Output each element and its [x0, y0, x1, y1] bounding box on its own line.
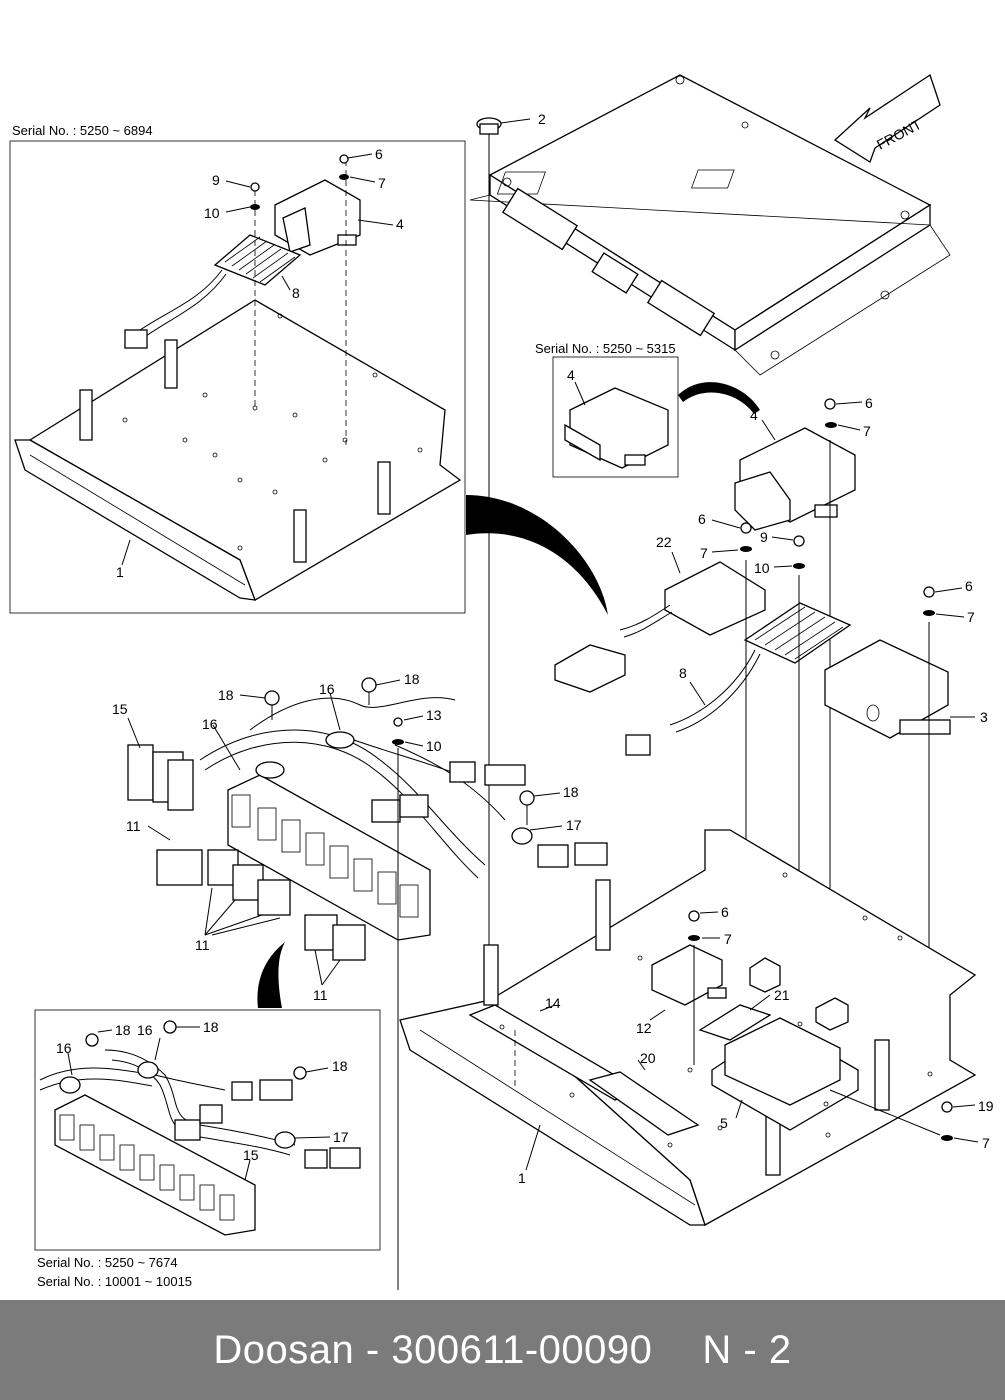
- callout-16: 16: [202, 716, 218, 732]
- footer-brand: Doosan: [213, 1327, 355, 1372]
- callout-10: 10: [754, 560, 770, 576]
- callout-11: 11: [126, 818, 141, 834]
- footer-separator: -: [354, 1327, 392, 1372]
- callout-19: 19: [978, 1098, 994, 1114]
- bolt-2: [476, 117, 531, 945]
- callout-16: 16: [319, 681, 335, 697]
- callout-6: 6: [375, 146, 383, 162]
- callout-9: 9: [760, 529, 768, 545]
- callout-7: 7: [700, 545, 708, 561]
- swoosh-1: [678, 382, 760, 414]
- callout-2: 2: [538, 111, 546, 127]
- callout-16: 16: [56, 1040, 72, 1056]
- callout-9: 9: [212, 172, 220, 188]
- callout-6: 6: [698, 511, 706, 527]
- callout-12: 12: [636, 1020, 652, 1036]
- callout-6: 6: [721, 904, 729, 920]
- callout-21: 21: [774, 987, 790, 1003]
- controller-22: [554, 519, 766, 965]
- callout-labels: 6 7 9 10 4 8 1 2 4 4 6 7 22 6 7 9 10 6 7…: [56, 111, 994, 1186]
- callout-20: 20: [640, 1050, 656, 1066]
- controller-unit: [469, 74, 951, 376]
- base-plate-right: [399, 829, 979, 1226]
- swoosh-2: [466, 495, 608, 615]
- inset-top-left: [9, 140, 466, 614]
- serial-label-top-left: Serial No. : 5250 ~ 6894: [12, 123, 153, 138]
- wiring-harness: [127, 677, 608, 1290]
- callout-18: 18: [115, 1022, 131, 1038]
- callout-13: 13: [426, 707, 442, 723]
- footer-page-code: N - 2: [702, 1327, 792, 1372]
- callout-7: 7: [378, 175, 386, 191]
- footer-bar: Doosan - 300611-00090 N - 2: [0, 1300, 1005, 1400]
- callout-10: 10: [426, 738, 442, 754]
- callout-18: 18: [563, 784, 579, 800]
- callout-1: 1: [518, 1170, 526, 1186]
- callout-15: 15: [243, 1147, 259, 1163]
- callout-7: 7: [724, 931, 732, 947]
- callout-5: 5: [720, 1115, 728, 1131]
- callout-11: 11: [313, 987, 328, 1003]
- callout-17: 17: [566, 817, 582, 833]
- callout-8: 8: [292, 285, 300, 301]
- module-8: [625, 535, 852, 1025]
- inset-bottom-left: [34, 1009, 381, 1251]
- callout-7: 7: [982, 1135, 990, 1151]
- footer-part-number: 300611-00090: [391, 1327, 653, 1372]
- callout-4: 4: [567, 367, 575, 383]
- serial-label-bottom-1: Serial No. : 5250 ~ 7674: [37, 1255, 178, 1270]
- relay-part-4: [734, 398, 863, 1002]
- swoosh-3: [257, 942, 285, 1008]
- callout-7: 7: [967, 609, 975, 625]
- callout-8: 8: [679, 665, 687, 681]
- callout-16: 16: [137, 1022, 153, 1038]
- front-arrow: FRONT: [833, 73, 941, 163]
- callout-6: 6: [965, 578, 973, 594]
- callout-15: 15: [112, 701, 128, 717]
- callout-6: 6: [865, 395, 873, 411]
- callout-18: 18: [203, 1019, 219, 1035]
- callout-17: 17: [333, 1129, 349, 1145]
- callout-18: 18: [218, 687, 234, 703]
- serial-label-bottom-2: Serial No. : 10001 ~ 10015: [37, 1274, 192, 1289]
- serial-label-middle: Serial No. : 5250 ~ 5315: [535, 341, 676, 356]
- inset-middle: [552, 356, 679, 478]
- callout-10: 10: [204, 205, 220, 221]
- callout-4: 4: [750, 407, 758, 423]
- callout-11: 11: [195, 937, 210, 953]
- callout-22: 22: [656, 534, 672, 550]
- callout-7: 7: [863, 423, 871, 439]
- footer-caption: Doosan - 300611-00090 N - 2: [213, 1328, 791, 1373]
- callout-1: 1: [116, 564, 124, 580]
- callout-4: 4: [396, 216, 404, 232]
- callout-18: 18: [332, 1058, 348, 1074]
- callout-3: 3: [980, 709, 988, 725]
- callout-14: 14: [545, 995, 561, 1011]
- callout-18: 18: [404, 671, 420, 687]
- exploded-parts-diagram: FRONT: [9, 73, 994, 1290]
